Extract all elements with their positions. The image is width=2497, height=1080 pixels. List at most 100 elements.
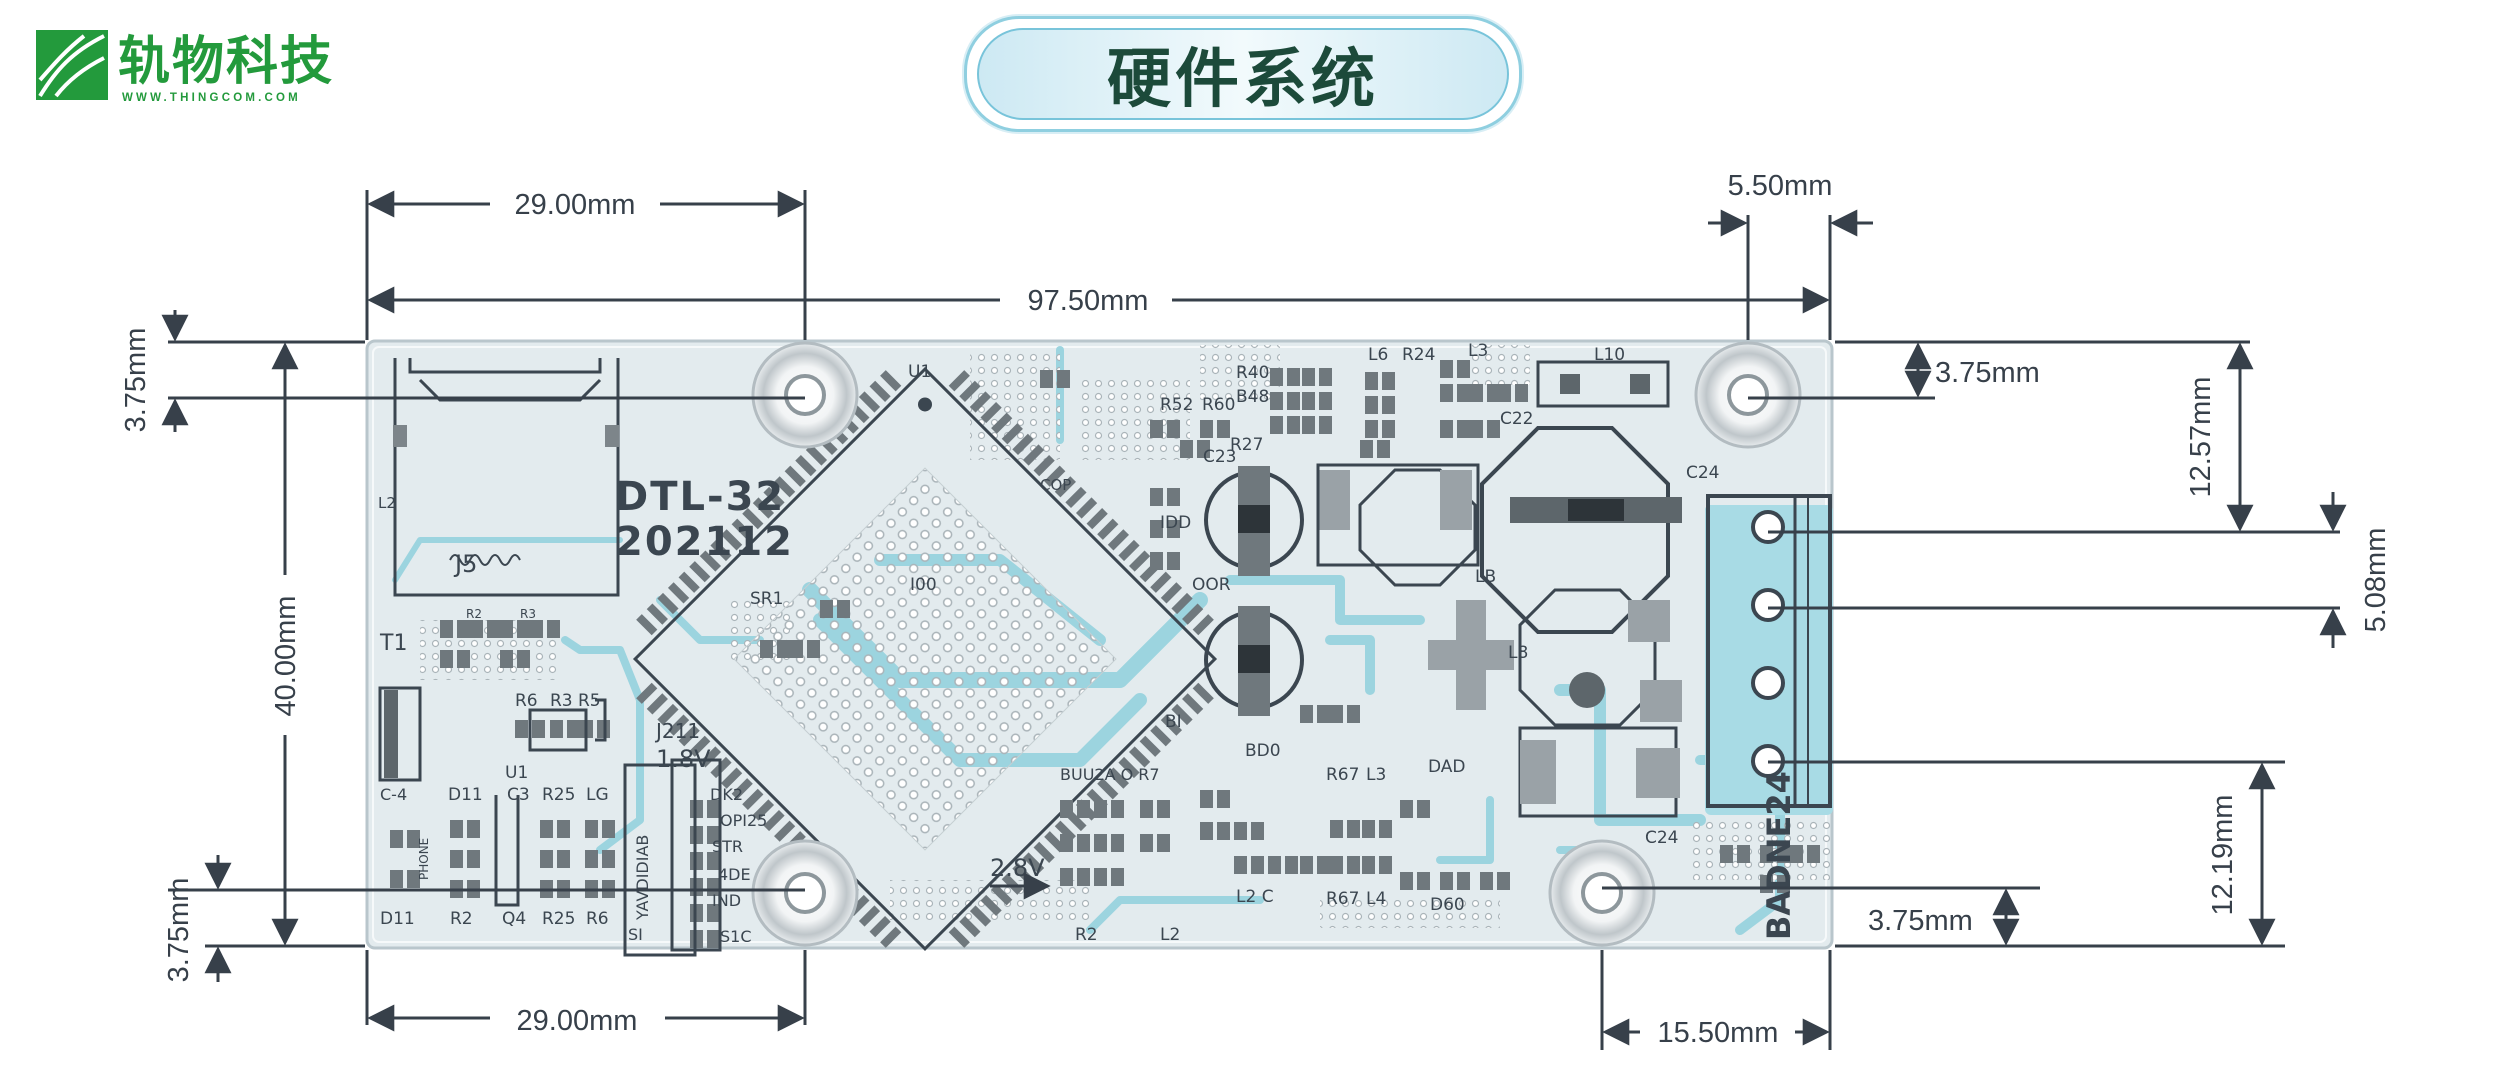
- smd-pad: [1167, 520, 1180, 538]
- smd-pad: [1150, 420, 1163, 438]
- smd-pad: [1777, 845, 1790, 863]
- label-r6-bottom: R6: [586, 909, 609, 929]
- smd-pad: [1060, 800, 1073, 818]
- mcu-pin: [667, 714, 690, 736]
- mcu-pin: [959, 916, 981, 938]
- smd-pad: [1302, 416, 1315, 434]
- smd-pad: [1365, 396, 1378, 414]
- mcu-pin: [699, 550, 721, 572]
- mcu-pin: [1129, 746, 1151, 768]
- dim-bottom-left-hole-offset: 3.75mm: [163, 878, 195, 983]
- smd-pad: [1440, 360, 1453, 378]
- smd-pad: [1400, 872, 1413, 890]
- label-lb: LB: [1475, 567, 1496, 587]
- smd-pad: [440, 620, 453, 638]
- dim-connector-pitch: 5.08mm: [2360, 528, 2392, 633]
- label-idd: IDD: [1160, 513, 1191, 533]
- smd-pad: [440, 650, 453, 668]
- left-edge-parts: [378, 686, 722, 957]
- smd-pad: [1362, 820, 1375, 838]
- mcu-pin: [1171, 703, 1193, 726]
- mcu-pin: [1139, 735, 1161, 757]
- smd-pad: [1234, 822, 1247, 840]
- smd-pad: [1347, 820, 1360, 838]
- smd-pad: [1790, 845, 1803, 863]
- label-r24: R24: [1402, 345, 1435, 365]
- mcu-pin: [1129, 550, 1151, 572]
- dim-connector-top-offset: 12.57mm: [2185, 377, 2217, 498]
- smd-pad: [1287, 368, 1300, 386]
- mcu-pin: [1001, 873, 1023, 895]
- smd-pad: [1302, 392, 1315, 410]
- brand-name: 轨物科技: [118, 32, 335, 92]
- smd-pad: [515, 720, 528, 738]
- mcu-pin: [1054, 476, 1076, 498]
- label-badne: BADNE24: [1760, 771, 1798, 940]
- mcu-pin: [1022, 444, 1045, 466]
- smd-pad: [1382, 372, 1395, 390]
- mcu-pin: [959, 380, 981, 402]
- smd-pad: [1217, 420, 1230, 438]
- mcu-pin: [731, 518, 753, 540]
- smd-pad: [390, 830, 403, 848]
- label-l3-mid: L3: [1366, 765, 1386, 785]
- board-date-code: 202112: [615, 519, 794, 565]
- mcu-pin: [689, 561, 711, 583]
- label-j5: J5: [453, 550, 477, 578]
- mcu-pin: [1160, 582, 1183, 604]
- smd-pad: [1200, 420, 1213, 438]
- label-dk2: DK2: [710, 785, 743, 804]
- smd-pad: [1040, 370, 1053, 388]
- label-phone: PHONE: [417, 838, 431, 880]
- label-bd0: BD0: [1245, 741, 1281, 761]
- smd-pad: [1382, 396, 1395, 414]
- smd-pad: [1150, 488, 1163, 506]
- mcu-pin: [969, 905, 992, 927]
- smd-pad: [1760, 845, 1773, 863]
- smd-pad: [1094, 834, 1107, 852]
- smd-pad: [390, 870, 403, 888]
- label-c24-top: C24: [1686, 463, 1720, 483]
- smd-pad: [1270, 416, 1283, 434]
- label-r27: R27: [1230, 435, 1263, 455]
- smd-pad: [470, 620, 483, 638]
- smd-pad: [567, 720, 580, 738]
- mcu-pin: [969, 391, 992, 413]
- smd-pad: [450, 850, 463, 868]
- mcu-pin: [1192, 614, 1214, 636]
- mounting-hole: [751, 839, 859, 947]
- label-l4: L4: [1366, 889, 1386, 909]
- label-r67-top: R67: [1326, 765, 1359, 785]
- dimension-lines: [161, 190, 2347, 1050]
- mcu-pin: [646, 603, 668, 625]
- label-cop: COP: [1040, 476, 1071, 494]
- smd-pad: [467, 850, 480, 868]
- smd-pad: [1285, 856, 1298, 874]
- mcu-pin: [948, 926, 970, 948]
- smd-pad: [1251, 822, 1264, 840]
- label-l10: L10: [1594, 345, 1625, 365]
- label-r5: R5: [578, 691, 601, 711]
- smd-pad: [517, 650, 530, 668]
- smd-pad: [1317, 856, 1330, 874]
- smd-pad: [1197, 440, 1210, 458]
- mcu-pin: [948, 370, 970, 392]
- mcu-pin: [1107, 529, 1130, 551]
- silkscreen-labels: DTL-32 202112 U1 L2 J5 R52 R60 R40 B48 R…: [378, 341, 1798, 946]
- smd-pad: [1060, 868, 1073, 886]
- label-l2c: L2 C: [1236, 887, 1274, 907]
- mcu-pin: [1118, 756, 1140, 779]
- mcu-pin: [1097, 518, 1119, 540]
- smd-pad: [1440, 384, 1453, 402]
- smd-pad: [1417, 800, 1430, 818]
- smd-pad: [1515, 384, 1528, 402]
- mcu-pin: [689, 735, 711, 757]
- smd-pad: [500, 650, 513, 668]
- board-part-name: DTL-32: [615, 474, 785, 520]
- power-components: [1204, 360, 1682, 818]
- label-d60: D60: [1430, 895, 1465, 915]
- smd-pad: [557, 850, 570, 868]
- label-r6: R6: [515, 691, 538, 711]
- label-1v8: 1.8V: [656, 745, 711, 773]
- smd-pad: [1077, 800, 1090, 818]
